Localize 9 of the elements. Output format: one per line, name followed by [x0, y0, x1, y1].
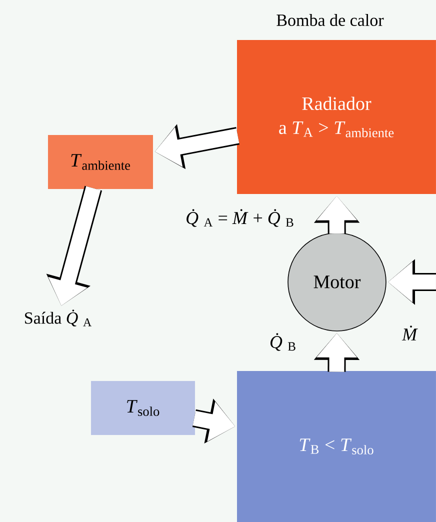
ambient-box: T$_{ambiente}$	[48, 135, 153, 189]
diagram-title: Bomba de calor	[276, 14, 384, 26]
edge-label: Q̇$_{A}$ = Ṁ + Q̇$_{B}$	[184, 208, 296, 228]
edge-label: Ṁ	[401, 324, 419, 342]
soil-box: T$_{solo}$	[91, 381, 195, 435]
cold-reservoir-box: T$_{B}$ < T$_{solo}$	[237, 371, 436, 522]
radiator-box: Radiador a T$_{A}$ > T$_{ambiente}$	[237, 40, 436, 194]
edge-label: Q̇$_{B}$	[268, 332, 298, 352]
output-label: Saída Q̇$_{A}$	[25, 310, 92, 326]
